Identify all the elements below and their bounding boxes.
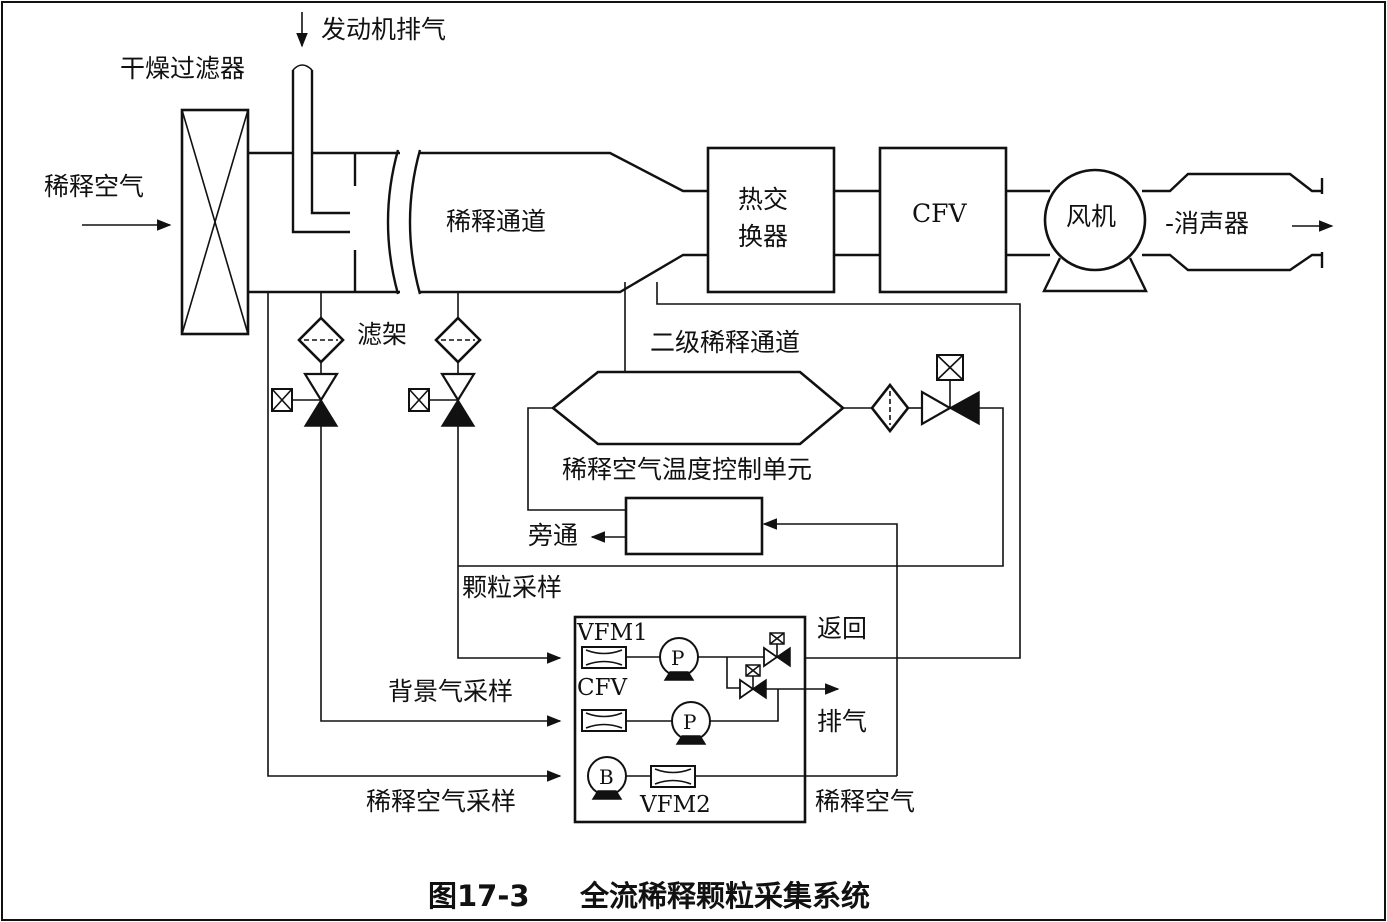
labels: 发动机排气 干燥过滤器 稀释空气 稀释通道 热交 换器 CFV 风机 -消声器 … <box>44 15 1249 818</box>
figure-caption: 图17-3 全流稀释颗粒采集系统 <box>428 879 870 913</box>
cfv-box <box>878 146 1008 294</box>
caption-title: 全流稀释颗粒采集系统 <box>579 879 870 913</box>
label-heat-exchanger-2: 换器 <box>738 222 788 251</box>
label-pump-1: P <box>671 646 684 670</box>
label-cfv-small: CFV <box>577 675 628 701</box>
valve-icon <box>303 372 339 403</box>
label-exhaust-out: 排气 <box>817 707 867 736</box>
label-background-sampling: 背景气采样 <box>388 677 513 706</box>
dilution-tunnel <box>82 12 708 336</box>
label-engine-exhaust: 发动机排气 <box>321 15 446 44</box>
label-return: 返回 <box>817 614 867 643</box>
label-vfm1: VFM1 <box>576 620 648 646</box>
label-dry-filter: 干燥过滤器 <box>120 54 245 83</box>
valve-icon-3 <box>920 390 953 426</box>
bypass-box <box>624 496 764 556</box>
label-pump-2: P <box>683 710 696 734</box>
label-dilution-air-out: 稀释空气 <box>815 787 915 816</box>
dry-filter <box>180 108 250 336</box>
label-blower: B <box>599 765 614 789</box>
secondary-dilution <box>458 282 1021 776</box>
fan-icon <box>1043 168 1147 272</box>
label-dilution-air-sampling: 稀释空气采样 <box>366 787 516 816</box>
label-dilution-air-in: 稀释空气 <box>44 172 144 201</box>
label-temp-control-unit: 稀释空气温度控制单元 <box>562 455 812 484</box>
label-muffler: -消声器 <box>1165 209 1249 238</box>
temp-control-unit <box>550 370 846 446</box>
label-bypass: 旁通 <box>528 521 578 550</box>
label-dilution-tunnel: 稀释通道 <box>446 207 546 236</box>
sampling-lines <box>267 292 562 782</box>
label-heat-exchanger-1: 热交 <box>738 185 788 214</box>
label-fan: 风机 <box>1066 202 1116 231</box>
sampling-cabinet <box>573 615 897 824</box>
heat-exchanger-box <box>706 146 836 294</box>
label-secondary-tunnel: 二级稀释通道 <box>650 328 800 357</box>
caption-number: 图17-3 <box>428 879 530 913</box>
valve-icon-2 <box>440 372 476 403</box>
label-cfv: CFV <box>912 199 967 228</box>
label-filter-holder: 滤架 <box>357 320 407 349</box>
label-vfm2: VFM2 <box>639 792 711 818</box>
downstream-train <box>706 146 1334 294</box>
label-particle-sampling: 颗粒采样 <box>462 573 562 602</box>
